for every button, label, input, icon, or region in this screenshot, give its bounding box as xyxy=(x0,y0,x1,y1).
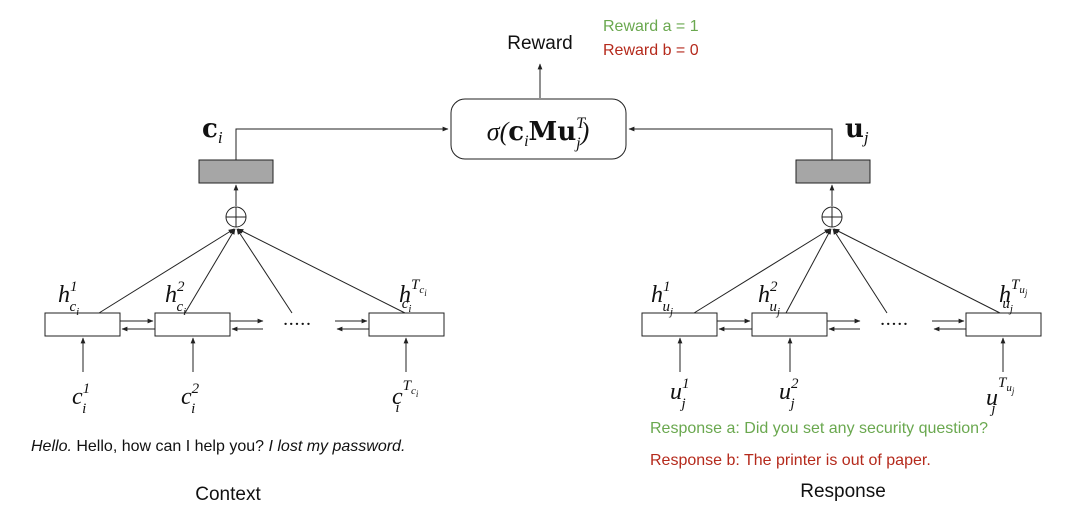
context-fan-3 xyxy=(236,228,293,314)
context-vector-label: ci xyxy=(202,114,223,147)
context-fan-4 xyxy=(237,228,406,314)
context-vector-box xyxy=(198,159,274,184)
context-fan-1 xyxy=(98,228,235,314)
context-rnn-cell xyxy=(44,312,121,337)
response-fan-3 xyxy=(832,228,888,314)
context-rnn-cell xyxy=(368,312,445,337)
response-sum-node xyxy=(821,206,843,228)
response-vector-box xyxy=(795,159,871,184)
response-rnn-cell xyxy=(751,312,828,337)
context-fan-2 xyxy=(184,228,236,314)
response-caption: Response xyxy=(800,481,886,502)
context-sum-node xyxy=(225,206,247,228)
reward-a-label: Reward a = 1 xyxy=(603,18,699,35)
context-example-sentence: Hello. Hello, how can I help you? I lost… xyxy=(31,438,405,455)
response-fan-4 xyxy=(833,228,1001,314)
score-function-box xyxy=(450,98,627,160)
response-rnn-cell xyxy=(641,312,718,337)
response-a-text: Response a: Did you set any security que… xyxy=(650,420,988,437)
response-rnn-cell xyxy=(965,312,1042,337)
response-fan-2 xyxy=(785,228,832,314)
response-fan-1 xyxy=(693,228,831,314)
response-to-score-arrow xyxy=(628,126,833,160)
context-ellipsis: ····· xyxy=(283,314,312,335)
context-caption: Context xyxy=(195,484,261,505)
context-rnn-cell xyxy=(154,312,231,337)
reward-b-label: Reward b = 0 xyxy=(603,42,699,59)
response-ellipsis: ····· xyxy=(880,314,909,335)
response-vector-label: uj xyxy=(845,114,869,147)
context-to-score-arrow xyxy=(235,126,449,160)
reward-label: Reward xyxy=(507,33,572,54)
response-b-text: Response b: The printer is out of paper. xyxy=(650,452,931,469)
